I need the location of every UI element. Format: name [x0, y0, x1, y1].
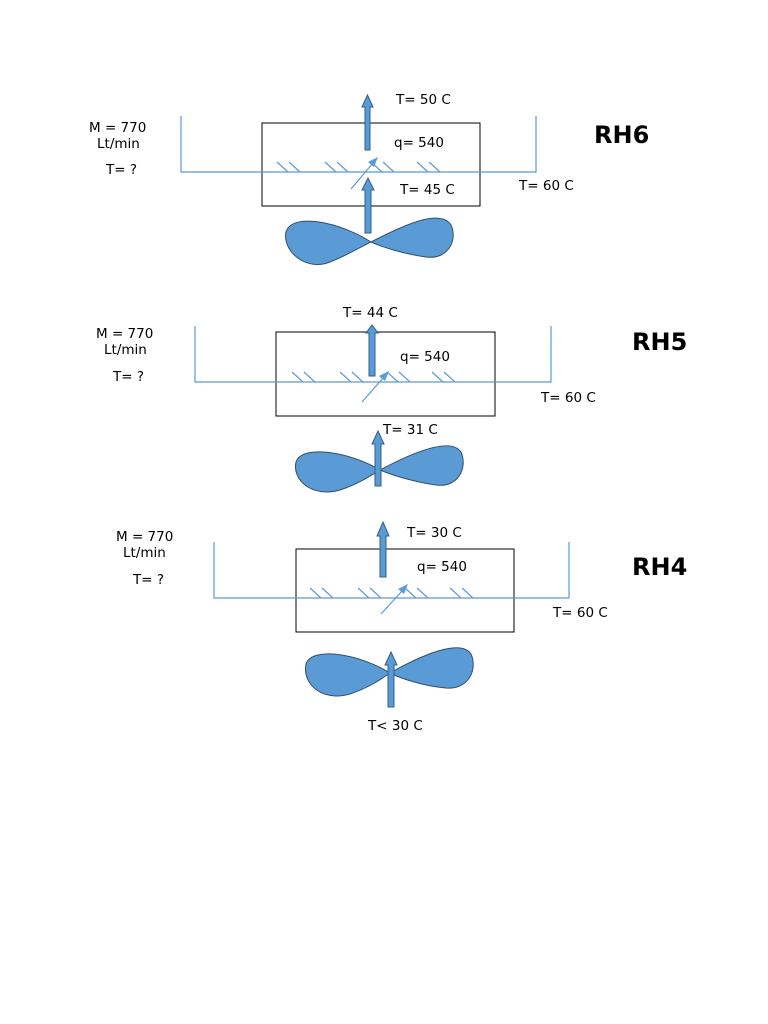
air-inlet-arrow — [371, 429, 385, 487]
air-inlet-arrow — [361, 176, 375, 234]
mass-flow-label: M = 770 — [116, 529, 173, 545]
water-pipe — [194, 326, 552, 383]
heat-exchanger-box — [275, 331, 496, 417]
stage-rh6: M = 770 Lt/min T= ? T= 50 C q= 540 T= 45… — [89, 92, 649, 265]
water-temp-label: T= 60 C — [518, 178, 574, 194]
stage-rh4: M = 770 Lt/min T= ? T= 30 C q= 540 T= 60… — [116, 520, 687, 734]
water-temp-label: T= 60 C — [540, 390, 596, 406]
heat-flow-arrow — [361, 371, 389, 403]
heat-flow-arrow — [380, 584, 408, 615]
mass-flow-label: M = 770 — [89, 120, 146, 136]
air-outlet-arrow — [365, 324, 379, 377]
mass-flow-unit: Lt/min — [97, 136, 140, 152]
fan-icon — [305, 647, 474, 697]
stage-rh5: M = 770 Lt/min T= ? T= 44 C q= 540 T= 31… — [96, 305, 687, 493]
coil-fins — [309, 587, 474, 599]
water-temp-label: T= 60 C — [552, 605, 608, 621]
air-inlet-arrow — [384, 650, 398, 708]
inlet-temp-label: T= ? — [105, 162, 137, 178]
coil-fins — [291, 371, 456, 383]
mid-temp-label: T= 45 C — [399, 182, 455, 198]
top-temp-label: T= 50 C — [395, 92, 451, 108]
coil-fins — [276, 161, 441, 173]
heat-exchanger-box — [295, 548, 515, 633]
mass-flow-unit: Lt/min — [104, 342, 147, 358]
inlet-temp-label: T= ? — [112, 369, 144, 385]
air-outlet-arrow — [376, 520, 390, 578]
heat-rate-label: q= 540 — [400, 349, 450, 365]
fan-icon — [295, 445, 464, 493]
water-pipe — [213, 542, 570, 599]
mid-temp-label: T= 31 C — [382, 422, 438, 438]
air-outlet-arrow — [361, 93, 374, 151]
top-temp-label: T= 44 C — [342, 305, 398, 321]
top-temp-label: T= 30 C — [406, 525, 462, 541]
heat-flow-arrow — [350, 157, 378, 190]
mass-flow-unit: Lt/min — [123, 545, 166, 561]
water-pipe — [180, 116, 537, 173]
stage-title: RH5 — [632, 328, 687, 356]
stage-title: RH6 — [594, 121, 649, 149]
mass-flow-label: M = 770 — [96, 326, 153, 342]
inlet-temp-label: T= ? — [132, 572, 164, 588]
heat-rate-label: q= 540 — [394, 135, 444, 151]
stage-title: RH4 — [632, 553, 687, 581]
bottom-temp-label: T< 30 C — [367, 718, 423, 734]
heat-rate-label: q= 540 — [417, 559, 467, 575]
fan-icon — [285, 217, 454, 265]
